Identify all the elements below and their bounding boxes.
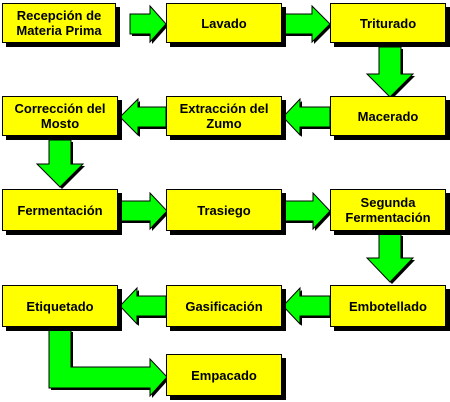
step-correccion-line-1: Corrección del — [14, 101, 106, 116]
arrow-extraccion-to-correccion — [119, 97, 168, 137]
arrow-recepcion-to-lavado — [129, 4, 168, 44]
arrow-segunda-to-embotellado — [365, 233, 415, 284]
step-triturado-label: Triturado — [359, 15, 417, 31]
step-lavado: Lavado — [166, 3, 282, 43]
arrow-fermentacion-to-trasiego — [117, 191, 169, 231]
step-trasiego-label: Trasiego — [197, 202, 251, 218]
step-fermentacion: Fermentación — [2, 189, 118, 231]
step-empacado: Empacado — [166, 354, 282, 396]
arrow-gasificacion-to-etiquetado — [119, 286, 168, 326]
step-extraccion-line-2: Zumo — [206, 116, 242, 131]
step-gasificacion-label: Gasificación — [185, 298, 263, 314]
step-macerado-label: Macerado — [357, 108, 419, 124]
step-etiquetado: Etiquetado — [2, 285, 118, 327]
step-embotellado: Embotellado — [330, 285, 446, 327]
arrow-trasiego-to-segunda — [281, 191, 332, 231]
step-extraccion-line-1: Extracción del — [179, 101, 269, 116]
step-segunda-line-1: Segunda — [360, 195, 416, 210]
arrow-macerado-to-extraccion — [282, 97, 332, 137]
step-macerado: Macerado — [330, 96, 446, 136]
step-recepcion-line-1: Recepción de — [16, 8, 102, 23]
arrow-etiquetado-to-empacado — [48, 329, 169, 398]
step-embotellado-label: Embotellado — [348, 298, 427, 314]
step-correccion-line-2: Mosto — [40, 116, 80, 131]
arrow-triturado-to-macerado — [365, 46, 415, 99]
step-empacado-label: Empacado — [191, 367, 257, 383]
step-recepcion-line-2: Materia Prima — [16, 23, 102, 38]
step-segunda-line-2: Fermentación — [345, 210, 431, 225]
arrow-correccion-to-fermentacion — [35, 139, 85, 189]
step-trasiego: Trasiego — [166, 189, 282, 231]
step-etiquetado-label: Etiquetado — [26, 298, 94, 314]
step-lavado-label: Lavado — [201, 15, 247, 31]
step-triturado: Triturado — [330, 3, 446, 43]
step-gasificacion: Gasificación — [166, 285, 282, 327]
step-fermentacion-label: Fermentación — [17, 202, 103, 218]
arrow-embotellado-to-gasificacion — [282, 286, 332, 326]
arrow-lavado-to-triturado — [281, 4, 332, 44]
